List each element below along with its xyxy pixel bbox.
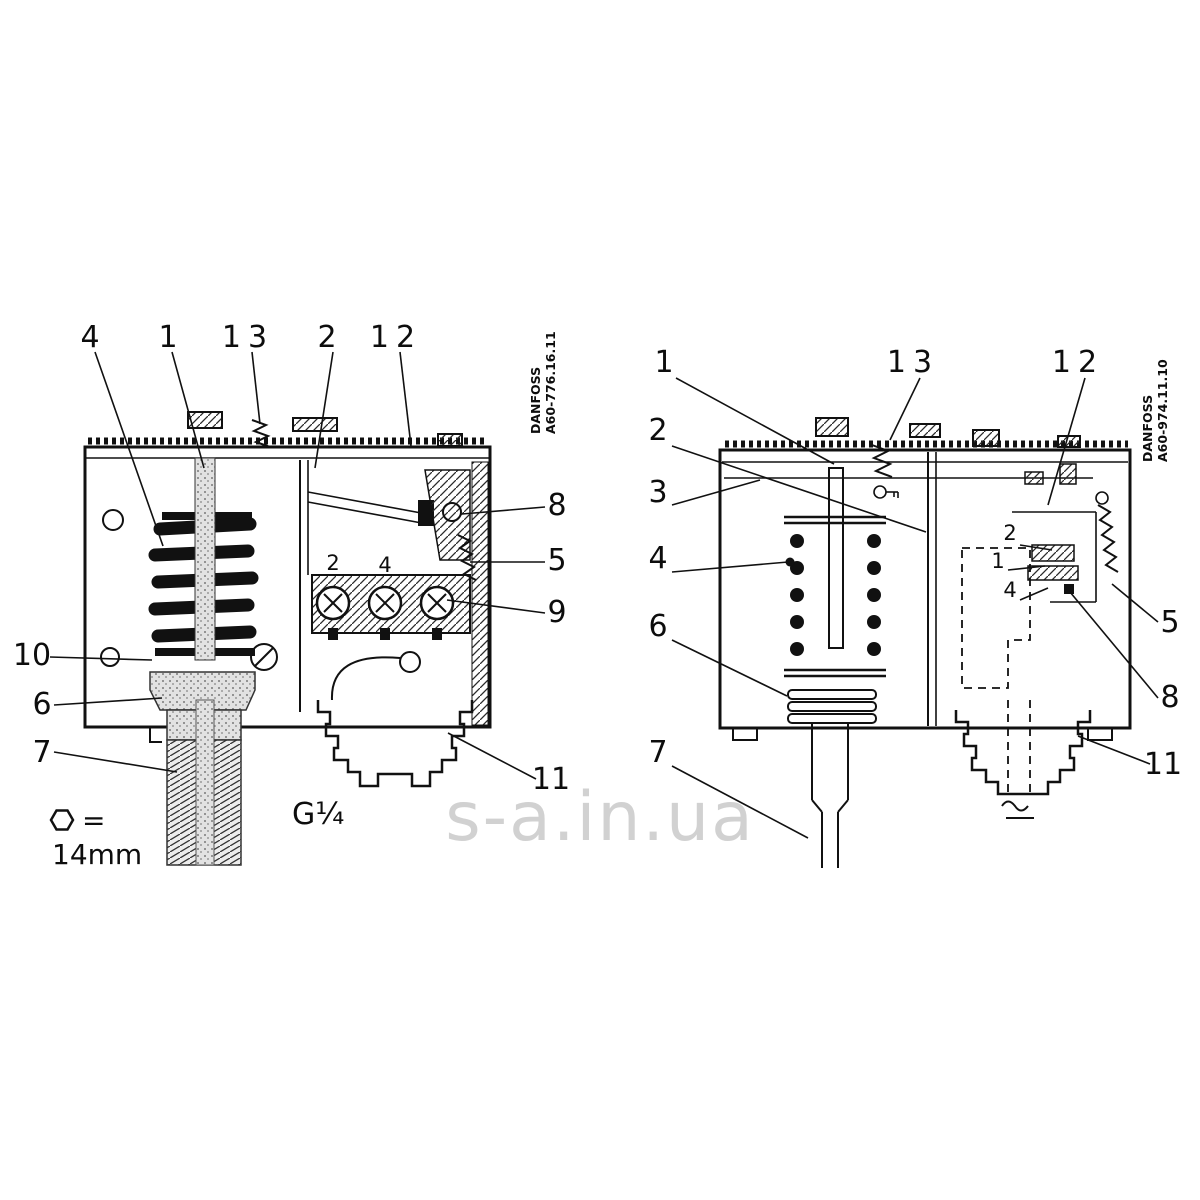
hex-size-label: 14mm	[52, 838, 142, 871]
right-bellows-housing	[954, 710, 1092, 796]
right-bellows-connector	[787, 689, 877, 868]
right-partno-text: A60-974.11.10	[1155, 359, 1170, 462]
left-annotations: = 14mm G¼	[49, 797, 344, 871]
right-dashed-bellows	[961, 547, 1034, 819]
terminal-label-2: 2	[326, 551, 339, 575]
left-lever	[330, 651, 421, 701]
left-threaded-connector	[149, 671, 256, 866]
callout-8: 8	[547, 488, 566, 523]
pressure-wave-symbol	[1001, 800, 1029, 812]
callout-2: 2	[648, 413, 667, 448]
thread-size-label: G¼	[292, 797, 344, 832]
right-top-screws	[815, 417, 1081, 499]
callout-9: 9	[547, 595, 566, 630]
callout-6: 6	[648, 609, 667, 644]
left-device: 2 4 4 1 13 2 12 8 5	[13, 320, 570, 871]
callout-4: 4	[80, 320, 99, 355]
left-contact-spring	[457, 534, 477, 581]
left-bellows-housing	[316, 700, 474, 788]
terminal-screw	[367, 585, 403, 621]
callout-12: 12	[370, 320, 422, 355]
terminal-label-4: 4	[378, 553, 391, 577]
callout-7: 7	[32, 735, 51, 770]
callout-7: 7	[648, 735, 667, 770]
callout-8: 8	[1160, 680, 1179, 715]
callout-6: 6	[32, 687, 51, 722]
callout-3: 3	[648, 475, 667, 510]
callout-4: 4	[648, 541, 667, 576]
callout-1: 1	[654, 345, 673, 380]
inner-callout-4: 4	[1003, 578, 1016, 602]
left-callouts: 4 1 13 2 12 8 5 9 10 6 7 11	[13, 320, 570, 797]
left-part-number: DANFOSS A60-776.16.11	[528, 331, 558, 434]
key-icon	[873, 485, 899, 499]
callout-1: 1	[158, 320, 177, 355]
watermark: s-a.in.ua	[445, 778, 755, 857]
right-part-number: DANFOSS A60-974.11.10	[1140, 359, 1170, 462]
callout-12: 12	[1052, 345, 1104, 380]
right-device: 1 13 12 2 3 4 6 7 2 1 4 5 8 11	[648, 345, 1182, 868]
left-brand-text: DANFOSS	[528, 367, 543, 434]
callout-13: 13	[887, 345, 939, 380]
left-divider	[299, 460, 309, 712]
small-spring-top	[251, 419, 271, 448]
inner-callout-2: 2	[1003, 521, 1016, 545]
callout-10: 10	[13, 638, 51, 673]
inner-callout-1: 1	[991, 549, 1004, 573]
hex-icon	[49, 809, 75, 831]
left-differential-screw	[250, 643, 278, 671]
callout-5: 5	[1160, 605, 1179, 640]
left-top-screws	[187, 411, 463, 448]
hex-equals: =	[82, 804, 105, 837]
callout-13: 13	[222, 320, 274, 355]
callout-11: 11	[532, 762, 570, 797]
right-callouts: 1 13 12 2 3 4 6 7 2 1 4 5 8 11	[648, 345, 1182, 839]
right-main-spring	[784, 467, 886, 678]
left-spindle	[194, 457, 216, 661]
left-terminal-block: 2 4	[311, 551, 471, 640]
terminal-screw	[419, 585, 455, 621]
terminal-screw	[315, 585, 351, 621]
right-case-outline	[718, 440, 1132, 741]
callout-11: 11	[1144, 747, 1182, 782]
left-case-outline	[83, 437, 492, 743]
right-brand-text: DANFOSS	[1140, 395, 1155, 462]
callout-5: 5	[547, 543, 566, 578]
left-partno-text: A60-776.16.11	[543, 331, 558, 434]
left-contact-system	[307, 469, 477, 581]
right-contact-spring	[1097, 504, 1119, 573]
callout-2: 2	[317, 320, 336, 355]
small-spring-top-right	[871, 444, 893, 478]
